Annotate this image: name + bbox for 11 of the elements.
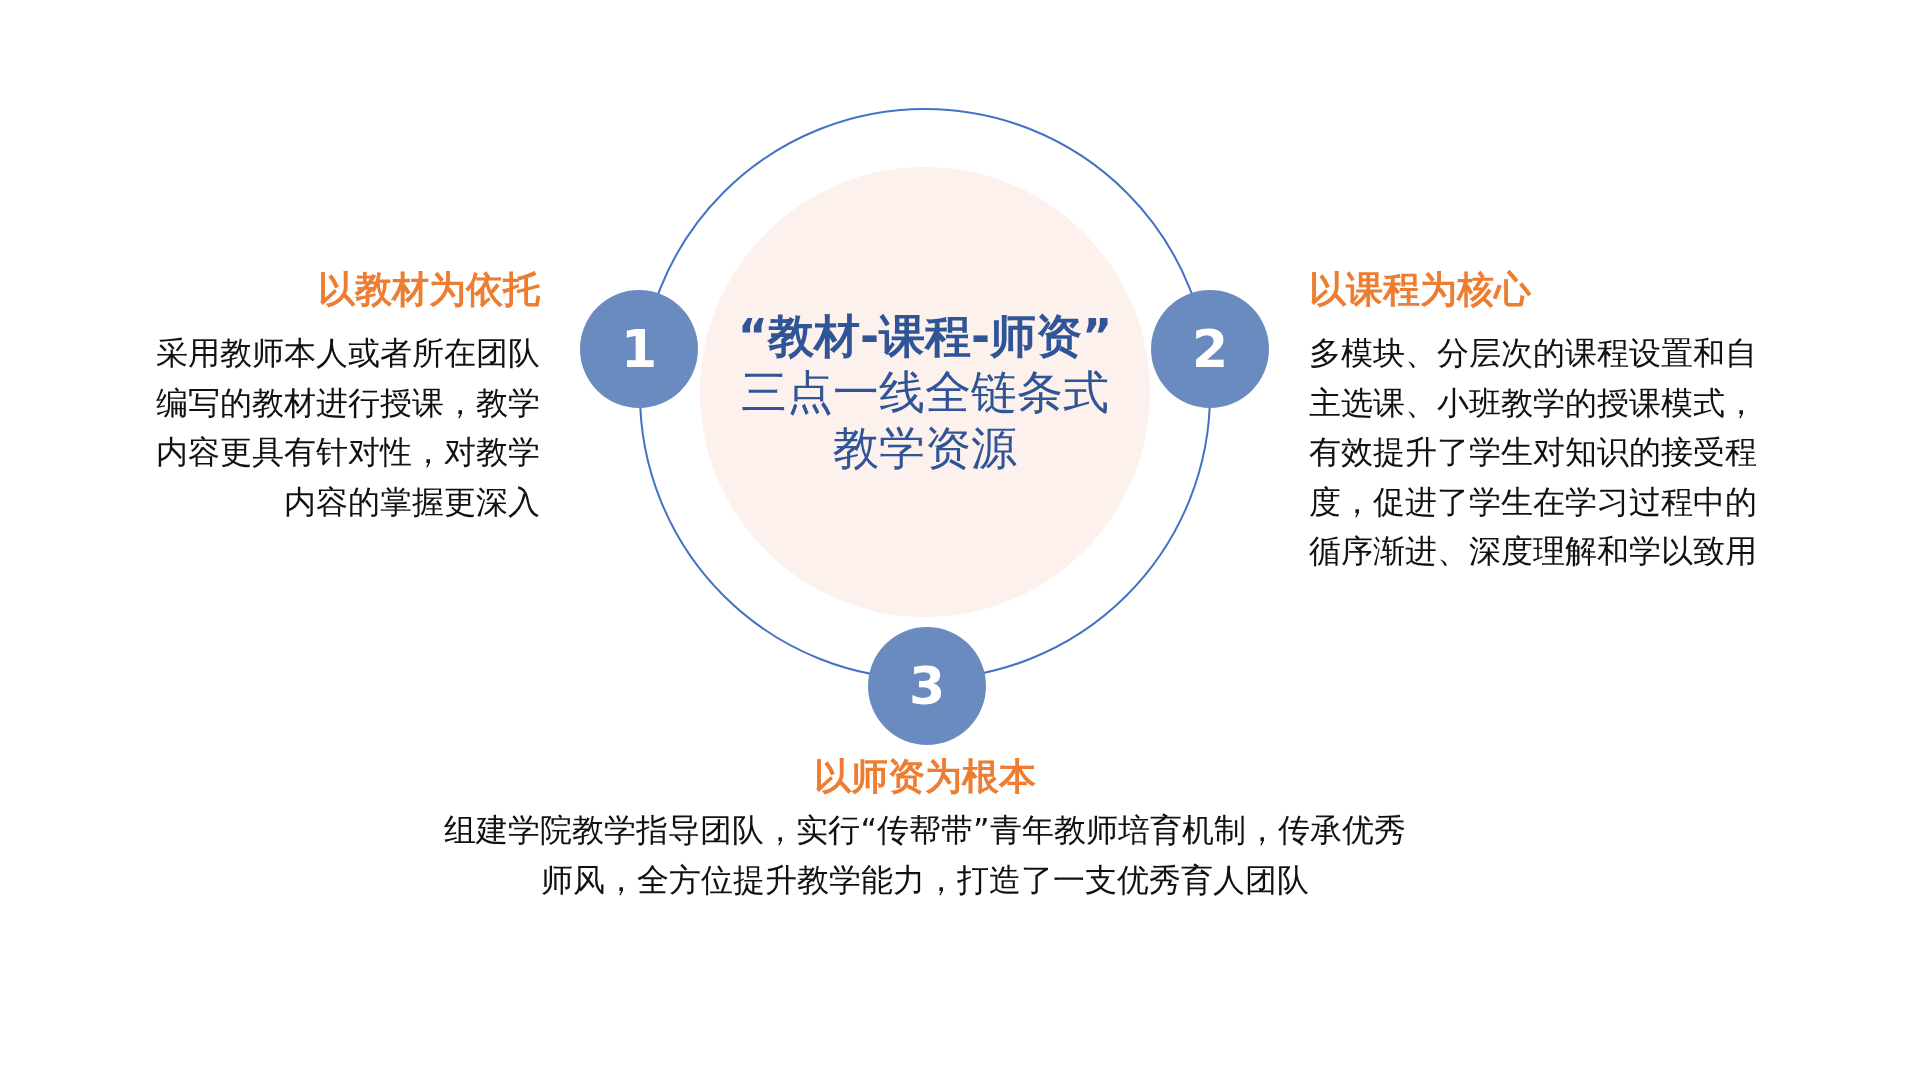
section-heading: 以师资为根本 (813, 755, 1037, 799)
description-text: 采用教师本人或者所在团队编写的教材进行授课，教学内容更具有针对性，对教学内容的掌握更深入 (155, 333, 540, 523)
section-heading: 以教材为依托 (317, 268, 540, 312)
number-circle: 2 (1151, 290, 1269, 408)
description-text: 多模块、分层次的课程设置和自主选课、小班教学的授课模式，有效提升了学生对知识的接受程度，促进了学生在学习过程中的循序渐进、深度理解和学以致用 (1309, 333, 1758, 572)
center-title: “教材-课程-师资” (737, 308, 1113, 364)
center-subtitle: 三点一线全链条式教学资源 (740, 364, 1110, 476)
description-text: 组建学院教学指导团队，实行“传帮带”青年教师培育机制，传承优秀师风，全方位提升教学能力，打造了一支优秀育人团队 (443, 810, 1407, 901)
section-heading: 以课程为核心 (1309, 268, 1532, 312)
number-circle: 3 (868, 627, 986, 745)
number-circle: 1 (580, 290, 698, 408)
